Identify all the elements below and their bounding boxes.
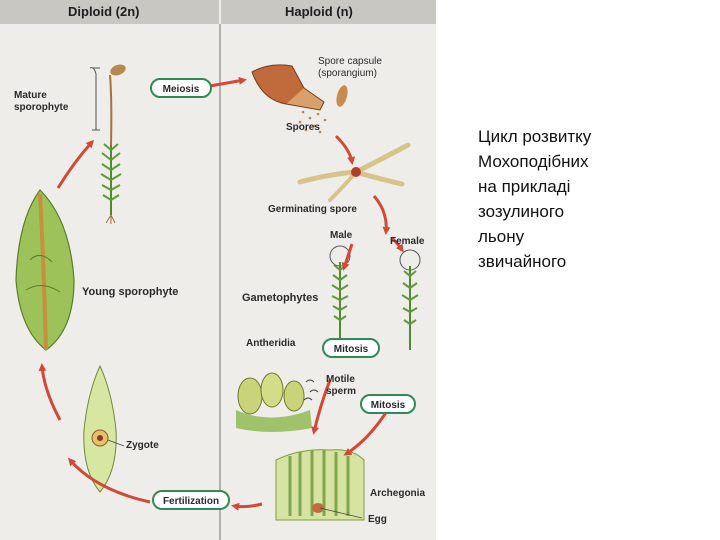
stage-mitosis-2: Mitosis (360, 394, 416, 414)
caption-line-2: Мохоподібних (478, 152, 589, 171)
label-female: Female (390, 236, 425, 247)
label-motile-sperm: Motile sperm (326, 374, 356, 398)
label-motile-line1: Motile (326, 374, 355, 385)
label-spore-capsule: Spore capsule (sporangium) (318, 56, 382, 80)
label-spore-capsule-line1: Spore capsule (318, 56, 382, 67)
arrow-to-mature (56, 139, 95, 189)
caption-line-5: льону (478, 227, 525, 246)
stage-fertilization: Fertilization (152, 490, 230, 510)
male-gametophyte-drawing (329, 245, 351, 340)
arrow-to-female (390, 236, 404, 253)
life-cycle-drawing (15, 24, 421, 540)
caption-line-4: зозулиного (478, 202, 565, 221)
stage-meiosis: Meiosis (150, 78, 212, 98)
stage-mitosis-1: Mitosis (322, 338, 380, 358)
label-archegonia: Archegonia (370, 488, 426, 499)
label-mature-sporophyte: Mature sporophyte (14, 90, 68, 114)
bracket (89, 67, 97, 130)
young-sporophyte-drawing (15, 189, 75, 351)
label-mature-line2: sporophyte (14, 102, 69, 113)
label-antheridia: Antheridia (246, 338, 296, 349)
label-zygote: Zygote (126, 440, 159, 451)
caption-line-1: Цикл розвитку (478, 127, 592, 146)
label-young-sporophyte: Young sporophyte (82, 286, 179, 298)
arrow-to-male (341, 243, 354, 271)
haploid-header: Haploid (n) (221, 0, 436, 24)
arrow-spores (334, 134, 356, 165)
capsule (110, 64, 126, 76)
label-mature-line1: Mature (14, 90, 47, 101)
archegonia-drawing (275, 449, 365, 521)
arrow-meiosis (209, 76, 247, 88)
female-gametophyte-drawing (399, 249, 421, 350)
arrow-to-fertilization (231, 502, 263, 511)
label-gametophytes: Gametophytes (242, 292, 319, 304)
mature-sporophyte-drawing (89, 64, 126, 224)
diploid-header: Diploid (2n) (0, 0, 219, 24)
germinating-spore-drawing (297, 142, 411, 202)
moss-life-cycle-figure: Diploid (2n) Haploid (n) Mature sporophy… (0, 0, 436, 540)
label-motile-line2: sperm (326, 386, 357, 397)
spore-capsule-drawing (251, 64, 348, 134)
label-male: Male (330, 230, 353, 241)
caption-line-6: звичайного (478, 252, 567, 271)
caption-line-3: на прикладі (478, 177, 571, 196)
label-spores: Spores (286, 122, 320, 133)
label-spore-capsule-line2: (sporangium) (318, 68, 377, 79)
label-germinating-spore: Germinating spore (268, 204, 357, 215)
arrow-sperm (311, 379, 332, 435)
arrow-to-zygote (68, 457, 151, 504)
arrow-to-young (38, 363, 62, 421)
antheridia-drawing (236, 372, 319, 432)
zygote-drawing (83, 364, 117, 493)
slide-caption: Цикл розвитку Мохоподібних на прикладі з… (478, 124, 698, 274)
arrow-germination (372, 195, 391, 235)
label-egg: Egg (368, 514, 387, 525)
sporophyte-stalk (109, 74, 113, 146)
